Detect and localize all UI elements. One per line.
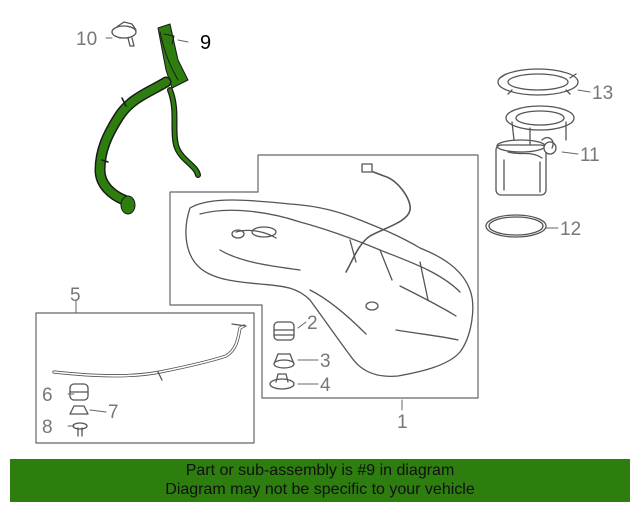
callout-7: 7 (108, 402, 119, 423)
callout-9: 9 (200, 32, 211, 54)
callout-8: 8 (42, 417, 53, 438)
callout-4: 4 (320, 375, 331, 396)
callout-13: 13 (592, 83, 613, 104)
part-info-banner: Part or sub-assembly is #9 in diagram Di… (10, 459, 630, 502)
part-11-fuel-pump[interactable] (495, 105, 575, 196)
part-5-vent-tube[interactable] (52, 323, 247, 381)
callout-5: 5 (70, 285, 81, 306)
part-1-frame (169, 154, 479, 399)
part-8-bolt[interactable] (72, 422, 88, 437)
part-10-valve[interactable] (111, 21, 137, 47)
callout-11: 11 (580, 145, 600, 166)
part-4-bushing[interactable] (269, 373, 295, 390)
banner-line-2: Diagram may not be specific to your vehi… (165, 481, 475, 498)
part-13-lock-ring[interactable] (497, 68, 579, 96)
callout-10: 10 (76, 29, 97, 50)
callout-3: 3 (320, 351, 331, 372)
part-9-filler-neck[interactable] (94, 23, 201, 215)
part-7-clip[interactable] (69, 405, 89, 415)
callout-1: 1 (397, 412, 408, 433)
banner-line-1: Part or sub-assembly is #9 in diagram (185, 462, 455, 479)
parts-diagram: 1 2 3 4 5 6 7 8 9 10 11 12 13 (35, 21, 613, 444)
part-2-insulator[interactable] (273, 321, 295, 341)
leader-lines (67, 37, 591, 427)
callout-12: 12 (560, 219, 581, 240)
callout-2: 2 (307, 313, 318, 334)
callout-6: 6 (42, 385, 53, 406)
part-6-grommet[interactable] (69, 383, 89, 401)
part-1-fuel-tank[interactable] (185, 163, 474, 378)
part-3-nut[interactable] (273, 353, 295, 369)
part-5-frame (35, 312, 255, 444)
part-12-o-ring[interactable] (485, 214, 547, 238)
